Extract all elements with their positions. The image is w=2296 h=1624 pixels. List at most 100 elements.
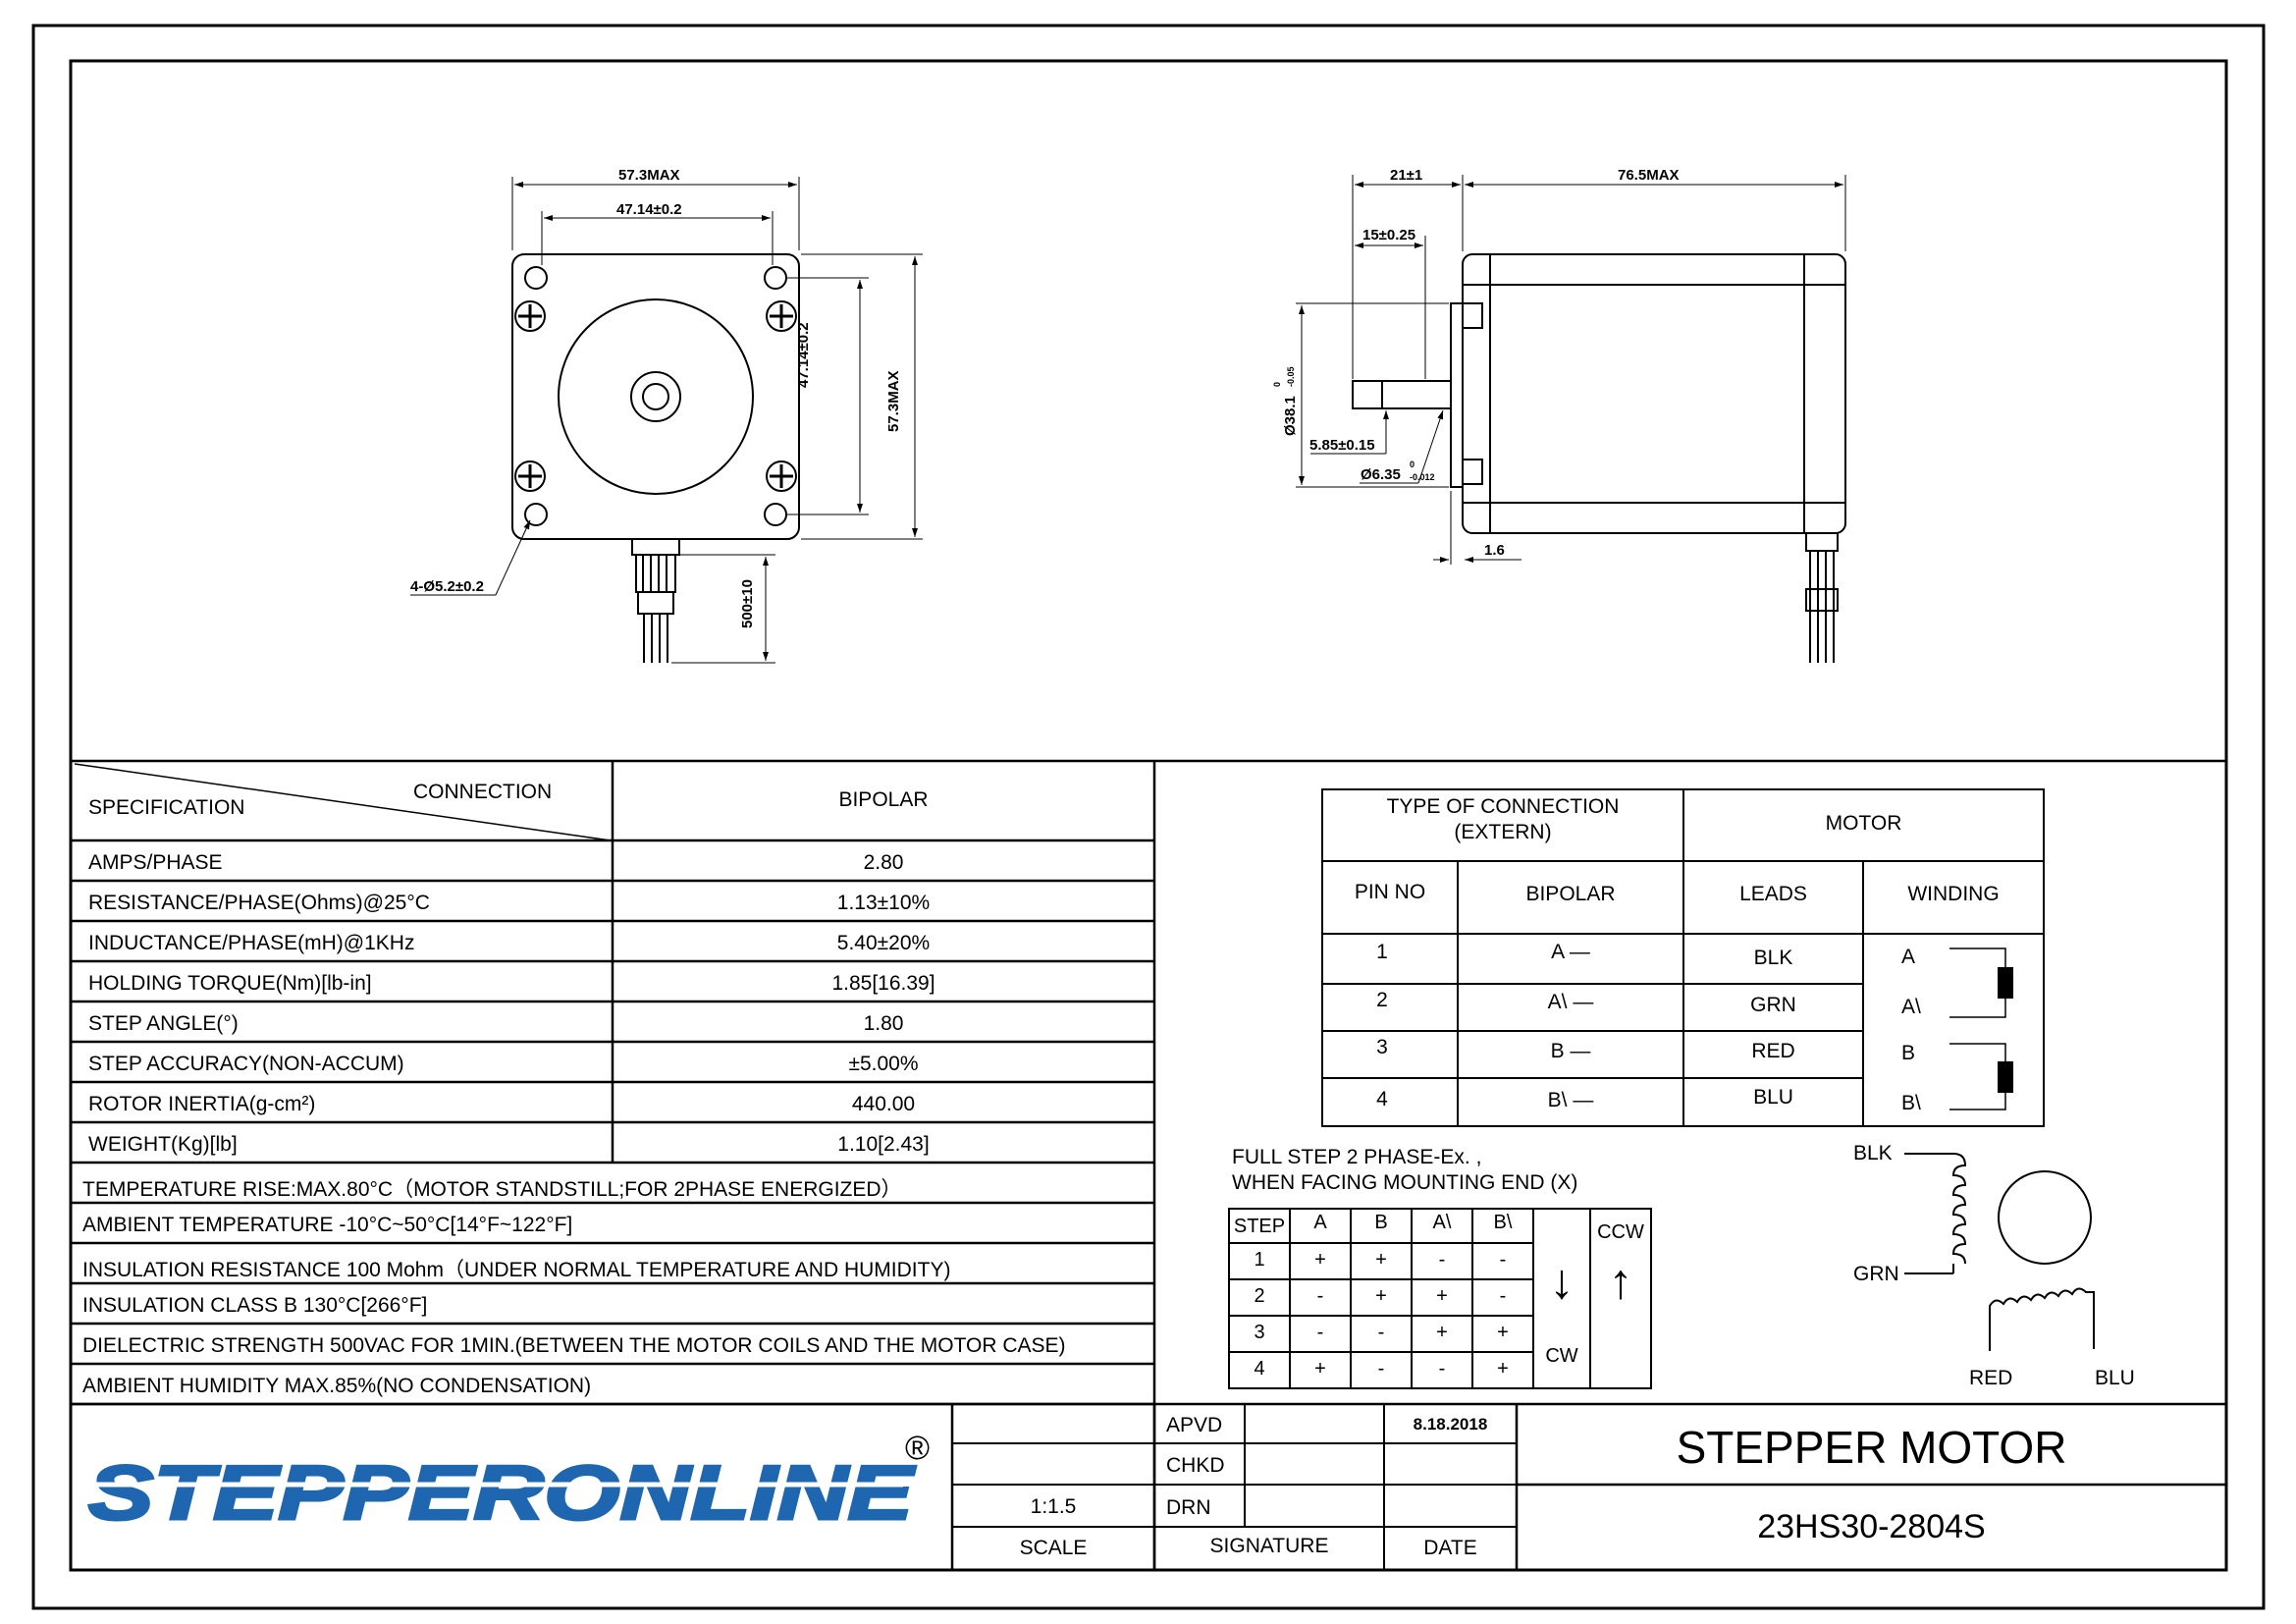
spec-value: ±5.00% <box>848 1053 919 1075</box>
connection-table <box>1321 788 2045 1127</box>
dim-body: 76.5MAX <box>1618 167 1680 184</box>
spec-note: AMBIENT HUMIDITY MAX.85%(NO CONDENSATION… <box>82 1375 592 1397</box>
step-cell: - <box>1377 1322 1385 1343</box>
up-arrow-icon: ↑ <box>1608 1254 1633 1309</box>
brand-logo: STEPPERONLINE <box>87 1448 918 1538</box>
scale-label: SCALE <box>1019 1537 1088 1559</box>
step-cell: - <box>1499 1285 1507 1307</box>
dim-pilot-tol-upper: 0 <box>1272 381 1282 387</box>
spec-value: 1.85[16.39] <box>831 972 935 995</box>
chkd-label: CHKD <box>1166 1454 1225 1477</box>
conn-bipolar: A\ — <box>1547 991 1594 1013</box>
conn-bipolar: B — <box>1550 1040 1591 1062</box>
spec-value: 1.10[2.43] <box>837 1133 930 1156</box>
scale-value: 1:1.5 <box>1030 1495 1077 1518</box>
spec-value: 1.13±10% <box>836 892 931 914</box>
dim-shaft-tol-lower: -0.012 <box>1410 472 1435 482</box>
signature-label: SIGNATURE <box>1209 1535 1329 1557</box>
step-table <box>1228 1208 1652 1389</box>
conn-bipolar: A — <box>1551 941 1590 963</box>
conn-lead: RED <box>1751 1040 1795 1062</box>
spec-label: INDUCTANCE/PHASE(mH)@1KHz <box>88 932 415 954</box>
spec-note: AMBIENT TEMPERATURE -10°C~50°C[14°F~122°… <box>82 1214 573 1236</box>
title-block <box>71 1402 2226 1570</box>
front-view <box>410 177 923 664</box>
conn-col-winding: WINDING <box>1907 883 2000 905</box>
step-header: B\ <box>1493 1212 1513 1233</box>
step-header: B <box>1374 1212 1388 1233</box>
step-cell: + <box>1436 1285 1448 1307</box>
dim-flange: 21±1 <box>1390 167 1423 184</box>
conn-col-pin: PIN NO <box>1354 881 1426 903</box>
inner-frame <box>69 59 2228 1572</box>
dim-shaft-tol-upper: 0 <box>1410 460 1415 469</box>
conn-winding: B\ <box>1901 1092 1921 1114</box>
step-caption-line1: FULL STEP 2 PHASE-Ex. , <box>1232 1146 1482 1168</box>
spec-label: STEP ANGLE(°) <box>88 1012 239 1035</box>
conn-col-leads: LEADS <box>1739 883 1807 905</box>
down-arrow-icon: ↓ <box>1549 1254 1575 1309</box>
spec-value: 2.80 <box>863 851 904 874</box>
step-cell: 4 <box>1254 1358 1265 1380</box>
spec-note: INSULATION RESISTANCE 100 Mohm（UNDER NOR… <box>82 1259 951 1281</box>
step-cell: + <box>1375 1249 1387 1271</box>
dim-hole-callout: 4-Ø5.2±0.2 <box>410 578 484 595</box>
spec-value: 5.40±20% <box>836 932 931 954</box>
step-cell: + <box>1314 1249 1326 1271</box>
conn-winding: B <box>1901 1042 1916 1064</box>
spec-label: STEP ACCURACY(NON-ACCUM) <box>88 1053 404 1075</box>
registered-mark: ® <box>905 1430 931 1467</box>
spec-header-specification: SPECIFICATION <box>88 796 245 819</box>
conn-type-line2: (EXTERN) <box>1454 821 1552 843</box>
spec-note: TEMPERATURE RISE:MAX.80°C（MOTOR STANDSTI… <box>82 1178 902 1201</box>
step-header: A\ <box>1432 1212 1452 1233</box>
conn-pin: 3 <box>1376 1036 1388 1058</box>
dim-flat-depth: 5.85±0.15 <box>1309 437 1375 454</box>
spec-value: 440.00 <box>851 1093 916 1115</box>
step-cell: + <box>1436 1322 1448 1343</box>
spec-note: DIELECTRIC STRENGTH 500VAC FOR 1MIN.(BET… <box>82 1334 1066 1357</box>
dim-pilot-dia: Ø38.1 <box>1282 396 1299 436</box>
step-cell: + <box>1497 1322 1509 1343</box>
step-header: STEP <box>1233 1216 1286 1237</box>
coil-label-grn: GRN <box>1853 1263 1899 1285</box>
spec-label: WEIGHT(Kg)[lb] <box>88 1133 238 1156</box>
conn-winding: A <box>1901 946 1916 968</box>
spec-header-bipolar: BIPOLAR <box>838 788 929 811</box>
spec-label: ROTOR INERTIA(g-cm²) <box>88 1093 316 1115</box>
conn-bipolar: B\ — <box>1547 1089 1594 1111</box>
coil-label-blu: BLU <box>2095 1367 2135 1389</box>
part-number: 23HS30-2804S <box>1757 1508 1986 1545</box>
step-cell: - <box>1316 1285 1324 1307</box>
conn-winding: A\ <box>1901 996 1921 1018</box>
dim-pilot-height: 1.6 <box>1484 542 1505 559</box>
dim-shaft-dia: Ø6.35 <box>1361 466 1401 483</box>
approval-date: 8.18.2018 <box>1413 1415 1488 1434</box>
step-caption-line2: WHEN FACING MOUNTING END (X) <box>1232 1171 1578 1194</box>
conn-pin: 1 <box>1376 941 1388 963</box>
spec-label: RESISTANCE/PHASE(Ohms)@25°C <box>88 892 430 914</box>
step-cell: 2 <box>1254 1285 1265 1307</box>
dim-pilot-tol-lower: -0.05 <box>1286 366 1296 387</box>
dim-shaft-flat: 15±0.25 <box>1362 227 1416 244</box>
step-header: A <box>1313 1212 1327 1233</box>
spec-value: 1.80 <box>863 1012 904 1035</box>
step-cell: - <box>1438 1249 1446 1271</box>
side-view <box>1296 175 1846 663</box>
conn-pin: 4 <box>1376 1088 1388 1110</box>
step-cell: + <box>1375 1285 1387 1307</box>
step-cell: - <box>1438 1358 1446 1380</box>
step-cell: + <box>1497 1358 1509 1380</box>
dim-front-hole-spacing: 47.14±0.2 <box>616 201 682 218</box>
step-cell: - <box>1316 1322 1324 1343</box>
dim-lead-length: 500±10 <box>739 579 756 628</box>
date-label: DATE <box>1423 1537 1477 1559</box>
step-cell: 3 <box>1254 1322 1265 1343</box>
conn-lead: GRN <box>1750 994 1796 1016</box>
conn-col-bipolar: BIPOLAR <box>1525 883 1616 905</box>
step-cell: - <box>1499 1249 1507 1271</box>
spec-label: HOLDING TORQUE(Nm)[lb-in] <box>88 972 372 995</box>
drawing-title: STEPPER MOTOR <box>1676 1422 2067 1473</box>
conn-type-line1: TYPE OF CONNECTION <box>1386 795 1620 818</box>
